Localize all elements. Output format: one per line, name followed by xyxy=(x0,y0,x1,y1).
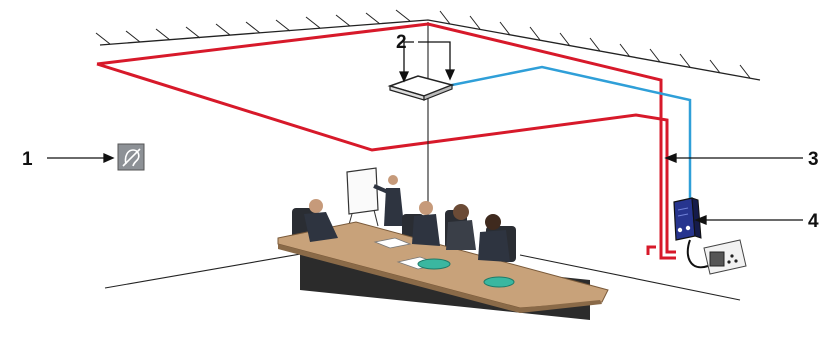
document-sheet xyxy=(373,237,412,249)
flip-chart xyxy=(346,167,379,229)
ceiling-hatching xyxy=(95,9,751,79)
ceiling xyxy=(95,9,761,81)
loop-cable-inner xyxy=(646,245,656,255)
person xyxy=(446,204,476,250)
person xyxy=(412,201,440,246)
ceiling-edge xyxy=(99,19,761,81)
wall-driver-unit xyxy=(673,197,702,241)
power-socket-icon xyxy=(703,239,747,275)
callout-label-4: 4 xyxy=(808,211,819,232)
person xyxy=(304,199,338,242)
seated-people xyxy=(304,199,510,262)
power-lead xyxy=(686,239,709,269)
callout-label-3: 3 xyxy=(808,149,819,170)
floor-line-right xyxy=(519,254,741,301)
meeting-table xyxy=(277,221,609,320)
induction-loop-sign xyxy=(117,143,145,171)
signal-cable xyxy=(446,65,692,205)
callout-label-1: 1 xyxy=(22,149,33,170)
plate xyxy=(417,258,451,270)
callout-label-2: 2 xyxy=(396,32,407,53)
presenter-figure xyxy=(373,175,404,226)
floor-line-left xyxy=(104,251,313,289)
plate xyxy=(483,276,515,288)
hearing-loop-ear-icon xyxy=(122,148,141,167)
ceiling-amplifier-unit xyxy=(387,75,455,220)
loop-cable xyxy=(96,22,676,260)
person xyxy=(478,214,510,262)
callout-arrows xyxy=(47,41,803,225)
